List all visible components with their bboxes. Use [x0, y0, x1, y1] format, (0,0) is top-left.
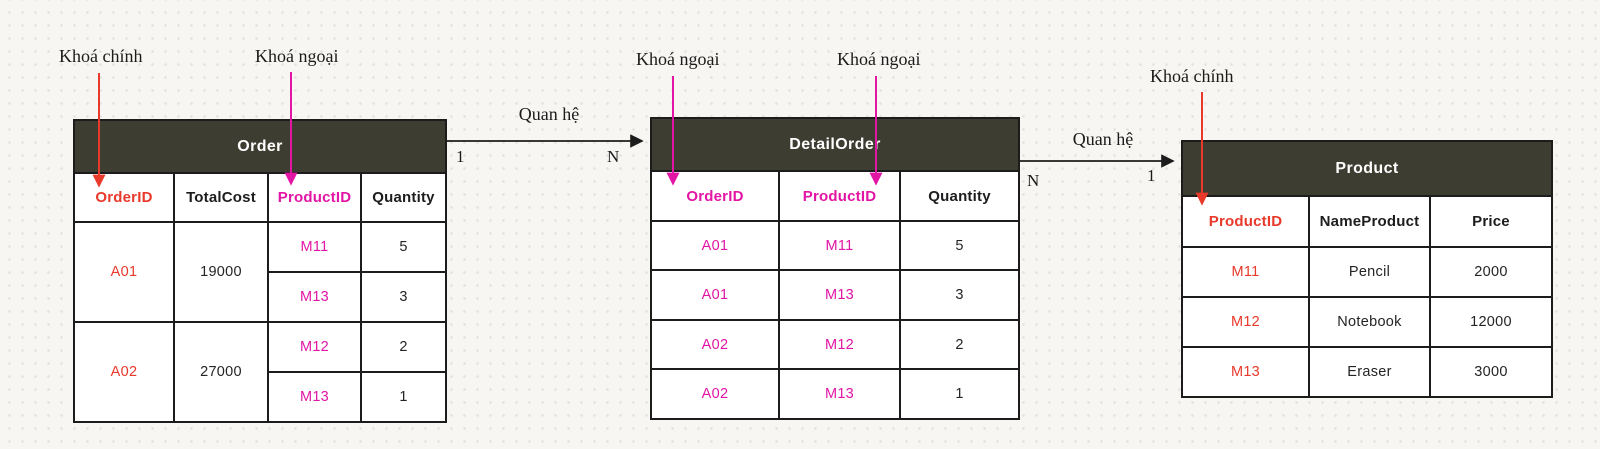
- table-row: M12 Notebook 12000: [1181, 296, 1553, 348]
- detailorder-cell-orderid: A01: [650, 269, 780, 321]
- product-cell-productid: M12: [1181, 296, 1310, 348]
- table-row: A01 M11 5: [650, 220, 1021, 271]
- cardinality-product-side: 1: [1147, 166, 1156, 185]
- detailorder-cell-orderid: A02: [650, 319, 780, 370]
- detailorder-cell-quantity: 5: [898, 220, 1021, 271]
- order-cell-productid: M13: [267, 271, 362, 323]
- detailorder-cell-quantity: 2: [898, 319, 1021, 370]
- order-col-productid: ProductID: [267, 172, 362, 223]
- foreign-key-label-detail-orderid: Khoá ngoại: [636, 49, 720, 69]
- order-cell-quantity: 1: [359, 371, 448, 423]
- product-cell-productid: M11: [1181, 246, 1310, 298]
- cardinality-detail-right-side: N: [1027, 171, 1040, 190]
- table-row: A01 M13 3: [650, 269, 1021, 321]
- detailorder-cell-quantity: 3: [898, 269, 1021, 321]
- cardinality-order-side: 1: [456, 147, 465, 166]
- product-col-productid: ProductID: [1181, 195, 1310, 248]
- order-table: Order OrderID TotalCost ProductID Quanti…: [72, 119, 448, 423]
- order-cell-orderid: A01: [73, 221, 175, 323]
- product-cell-name: Notebook: [1308, 296, 1431, 348]
- table-row: M11 Pencil 2000: [1181, 246, 1553, 298]
- table-row: M13 3: [74, 271, 448, 323]
- detailorder-col-productid: ProductID: [778, 170, 901, 222]
- table-row: A02 M13 1: [650, 368, 1021, 420]
- detailorder-col-orderid: OrderID: [650, 170, 780, 222]
- table-row: A01 19000 M11 5: [73, 221, 448, 323]
- product-table: Product ProductID NameProduct Price M11 …: [1181, 140, 1553, 398]
- product-cell-price: 3000: [1429, 346, 1553, 398]
- order-cell-quantity: 2: [359, 321, 448, 373]
- foreign-key-label-detail-productid: Khoá ngoại: [837, 49, 921, 69]
- product-cell-price: 2000: [1429, 246, 1553, 298]
- foreign-key-label-order: Khoá ngoại: [255, 46, 339, 66]
- order-cell-totalcost: 27000: [173, 321, 269, 423]
- product-cell-name: Eraser: [1308, 346, 1431, 398]
- detailorder-cell-productid: M11: [778, 220, 901, 271]
- detailorder-cell-orderid: A01: [650, 220, 780, 271]
- detailorder-cell-quantity: 1: [898, 368, 1021, 420]
- detailorder-cell-orderid: A02: [650, 368, 780, 420]
- primary-key-label-product: Khoá chính: [1150, 66, 1234, 86]
- product-table-title: Product: [1181, 140, 1553, 197]
- table-row: M13 Eraser 3000: [1181, 346, 1553, 398]
- table-row: A02 M12 2: [650, 319, 1021, 370]
- product-cell-productid: M13: [1181, 346, 1310, 398]
- product-cell-name: Pencil: [1308, 246, 1431, 298]
- table-row: M13 1: [74, 371, 448, 423]
- order-col-quantity: Quantity: [359, 172, 448, 223]
- order-cell-productid: M13: [267, 371, 362, 423]
- primary-key-label-order: Khoá chính: [59, 46, 143, 66]
- order-cell-quantity: 5: [359, 221, 448, 273]
- order-cell-totalcost: 19000: [173, 221, 269, 323]
- detailorder-table: DetailOrder OrderID ProductID Quantity A…: [649, 117, 1021, 420]
- order-cell-quantity: 3: [359, 271, 448, 323]
- detailorder-cell-productid: M12: [778, 319, 901, 370]
- order-table-title: Order: [72, 119, 448, 174]
- order-col-orderid: OrderID: [73, 172, 175, 223]
- detailorder-table-title: DetailOrder: [649, 117, 1021, 172]
- detailorder-col-quantity: Quantity: [898, 170, 1021, 222]
- detailorder-cell-productid: M13: [778, 269, 901, 321]
- order-cell-orderid: A02: [73, 321, 175, 423]
- product-col-nameproduct: NameProduct: [1308, 195, 1431, 248]
- relation-label-detail-product: Quan hệ: [1072, 129, 1134, 149]
- detailorder-cell-productid: M13: [778, 368, 901, 420]
- relation-label-order-detail: Quan hệ: [518, 104, 580, 124]
- order-col-totalcost: TotalCost: [173, 172, 269, 223]
- product-cell-price: 12000: [1429, 296, 1553, 348]
- table-row: A02 27000 M12 2: [73, 321, 448, 423]
- order-cell-productid: M11: [267, 221, 362, 273]
- cardinality-detail-left-side: N: [607, 147, 620, 166]
- product-col-price: Price: [1429, 195, 1553, 248]
- order-cell-productid: M12: [267, 321, 362, 373]
